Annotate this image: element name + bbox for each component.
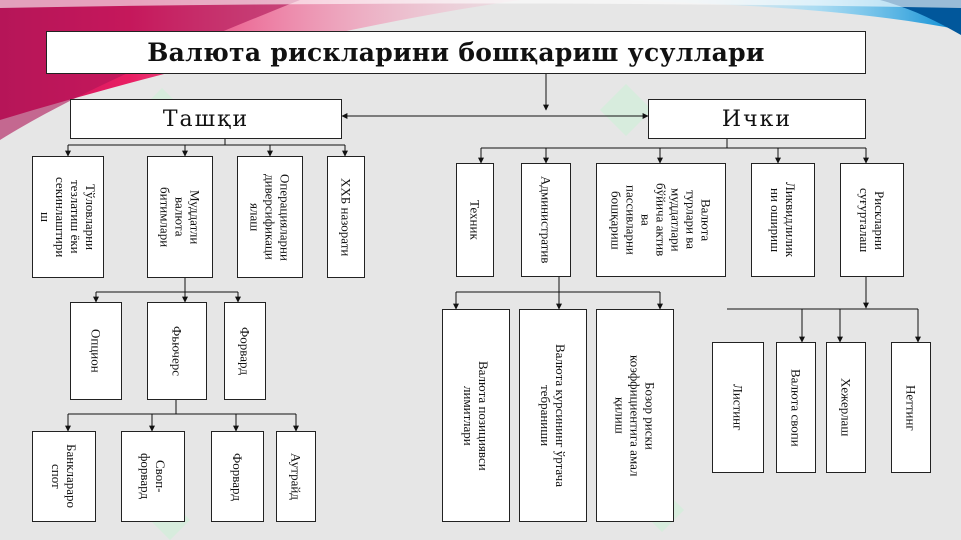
insurance-item-label: Неттинг bbox=[903, 384, 919, 431]
external-methods-heading: Ташқи bbox=[70, 99, 342, 139]
forward-type-box: Форвард bbox=[211, 431, 264, 522]
external-method-label: Муддатли валюта битимлари bbox=[157, 186, 203, 248]
external-method-box: Муддатли валюта битимлари bbox=[147, 156, 213, 278]
derivative-label: Форвард bbox=[237, 327, 253, 375]
admin-item-box: Бозор риски коэффициентига амал қилиш bbox=[596, 309, 674, 522]
forward-type-label: Форвард bbox=[230, 452, 245, 501]
admin-item-box: Валюта позициявси лимитлари bbox=[442, 309, 510, 522]
internal-method-label: Техник bbox=[467, 200, 483, 240]
admin-item-label: Валюта курсининг ўртача тебраниши bbox=[538, 344, 568, 487]
external-method-box: ХХБ назорати bbox=[327, 156, 365, 278]
internal-method-box: Ликвидлилик ни ошириш bbox=[751, 163, 815, 277]
derivative-box: Форвард bbox=[224, 302, 266, 400]
admin-item-box: Валюта курсининг ўртача тебраниши bbox=[519, 309, 587, 522]
external-method-box: Тўловларни тезлатиш ёки секинлаштири ш bbox=[32, 156, 104, 278]
insurance-item-box: Листинг bbox=[712, 342, 764, 473]
internal-methods-heading: Ички bbox=[648, 99, 866, 139]
forward-type-label: Банклараро спот bbox=[49, 444, 79, 509]
admin-item-label: Бозор риски коэффициентига амал қилиш bbox=[612, 354, 658, 477]
forward-type-box: Своп- форвард bbox=[121, 431, 185, 522]
insurance-item-label: Валюта свопи bbox=[788, 368, 804, 447]
derivative-label: Фьючерс bbox=[169, 326, 185, 376]
insurance-item-label: Хежерлаш bbox=[838, 378, 854, 437]
external-method-label: Операцияларни диверсификаци ялаш bbox=[247, 173, 293, 261]
forward-type-box: Банклараро спот bbox=[32, 431, 96, 522]
internal-method-box: Административ bbox=[521, 163, 571, 277]
internal-method-label: Ликвидлилик ни ошириш bbox=[768, 182, 798, 258]
external-method-label: Тўловларни тезлатиш ёки секинлаштири ш bbox=[38, 176, 98, 258]
internal-method-label: Административ bbox=[538, 176, 554, 264]
diagram-title: Валюта рискларини бошқариш усуллари bbox=[46, 31, 866, 74]
external-method-label: ХХБ назорати bbox=[338, 177, 354, 257]
derivative-label: Опцион bbox=[88, 329, 104, 373]
forward-type-box: Аутрайд bbox=[276, 431, 316, 522]
admin-item-label: Валюта позициявси лимитлари bbox=[461, 360, 491, 471]
internal-method-box: Валюта турлари ва муддатлари бўйича акти… bbox=[596, 163, 726, 277]
external-method-box: Операцияларни диверсификаци ялаш bbox=[237, 156, 303, 278]
insurance-item-box: Валюта свопи bbox=[776, 342, 816, 473]
internal-method-label: Рискларни суғурталаш bbox=[857, 187, 887, 253]
derivative-box: Фьючерс bbox=[147, 302, 207, 400]
derivative-box: Опцион bbox=[70, 302, 122, 400]
insurance-item-box: Хежерлаш bbox=[826, 342, 866, 473]
forward-type-label: Своп- форвард bbox=[138, 453, 168, 500]
insurance-item-label: Листинг bbox=[730, 384, 746, 431]
internal-method-label: Валюта турлари ва муддатлари бўйича акти… bbox=[608, 183, 714, 257]
internal-method-box: Техник bbox=[456, 163, 494, 277]
forward-type-label: Аутрайд bbox=[288, 453, 304, 500]
internal-method-box: Рискларни суғурталаш bbox=[840, 163, 904, 277]
insurance-item-box: Неттинг bbox=[891, 342, 931, 473]
